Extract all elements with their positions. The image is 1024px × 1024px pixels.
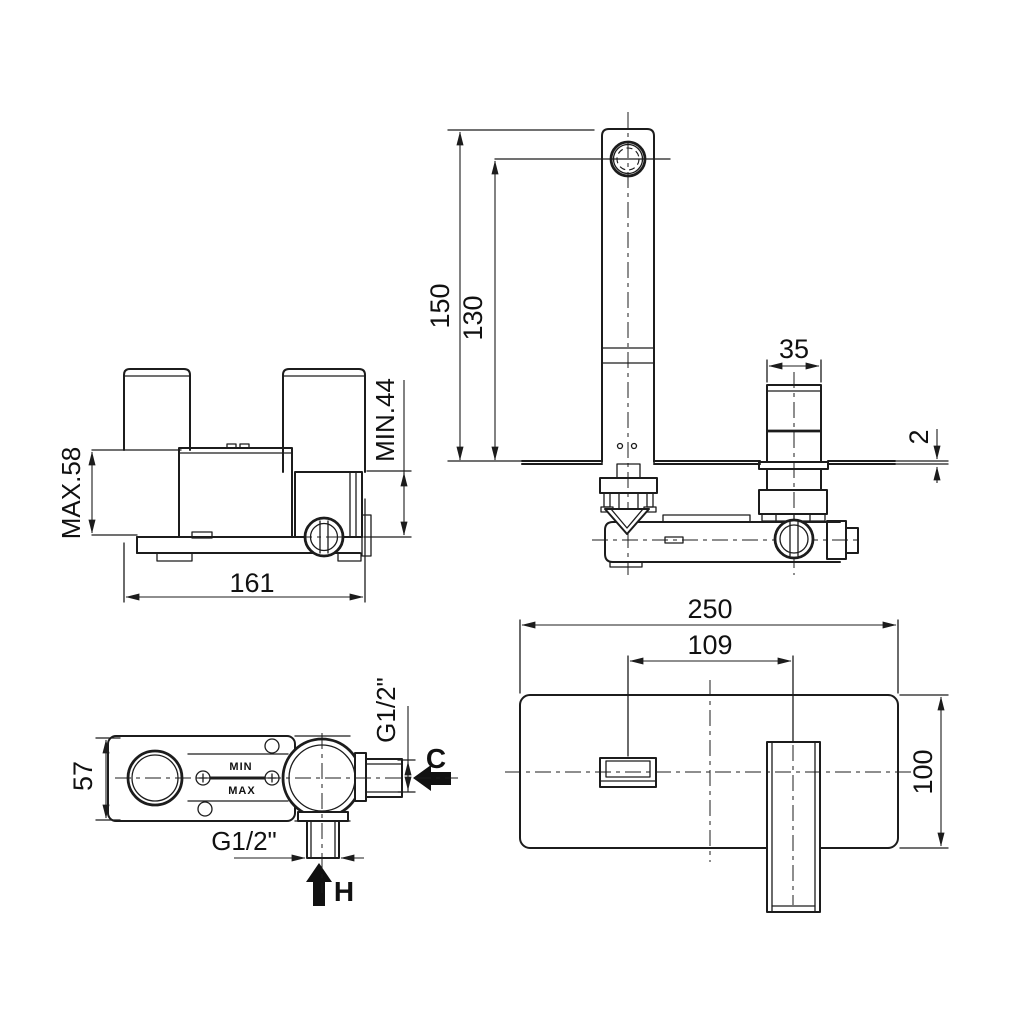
dim-hot-thread: G1/2" — [211, 826, 364, 862]
cold-arrow-label: C — [426, 743, 446, 774]
dim-min44-label: MIN.44 — [370, 378, 400, 462]
dim-2: 2 — [904, 429, 941, 483]
dim-2-label: 2 — [904, 429, 934, 444]
dim-150-label: 150 — [425, 283, 455, 328]
valve-cartridge-front — [773, 518, 815, 560]
cold-thread-label: G1/2" — [371, 677, 401, 743]
wall-plate-edge — [521, 460, 949, 465]
dim-57-label: 57 — [68, 761, 98, 791]
inwall-body — [592, 514, 862, 568]
plate-front-view: 250 109 100 — [505, 594, 949, 913]
dim-130-label: 130 — [458, 295, 488, 340]
adjustment-screw — [195, 770, 211, 786]
dim-max58-label: MAX.58 — [56, 447, 86, 540]
dim-35: 35 — [766, 334, 822, 383]
handle-body — [758, 372, 829, 575]
dim-57: 57 — [68, 737, 121, 821]
hot-direction-arrow: H — [306, 863, 354, 907]
dim-109-label: 109 — [687, 630, 732, 660]
spout-body — [601, 112, 655, 575]
hot-arrow-label: H — [334, 876, 354, 907]
dim-109: 109 — [627, 630, 794, 757]
dim-150: 150 — [425, 129, 595, 462]
dim-35-label: 35 — [779, 334, 809, 364]
min-mark-label: MIN — [229, 761, 252, 773]
dim-max58: MAX.58 — [56, 447, 182, 540]
dim-130: 130 — [458, 158, 671, 461]
rough-in-side-view: MAX.58 MIN.44 161 — [56, 368, 412, 603]
hot-inlet-port — [297, 811, 349, 859]
rough-in-top-view: MIN MAX — [68, 677, 458, 907]
dim-min44: MIN.44 — [363, 378, 412, 538]
max-mark-label: MAX — [228, 785, 255, 797]
dim-100: 100 — [899, 694, 949, 849]
dim-250-label: 250 — [687, 594, 732, 624]
dim-250: 250 — [519, 594, 899, 694]
cold-direction-arrow: C — [413, 743, 451, 791]
spout-wall-connection — [599, 463, 658, 535]
dim-161: 161 — [123, 498, 366, 603]
trim-front-view: 150 130 2 — [425, 112, 949, 575]
hot-thread-label: G1/2" — [211, 826, 277, 856]
dim-161-label: 161 — [229, 568, 274, 598]
dim-100-label: 100 — [908, 749, 938, 794]
rough-body-side — [123, 368, 372, 562]
cold-inlet-port — [354, 752, 403, 802]
